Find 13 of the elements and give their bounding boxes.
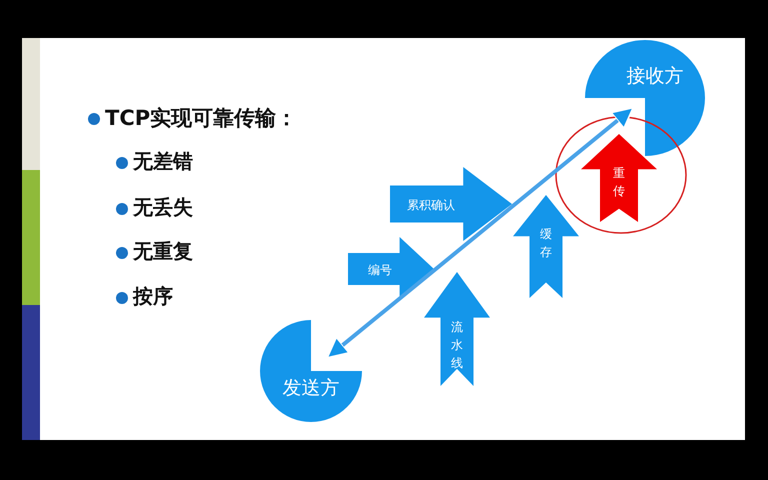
bullet-text: 无丢失 bbox=[133, 194, 193, 221]
bullet-text: 无差错 bbox=[133, 148, 193, 175]
shape-label: 编号 bbox=[367, 262, 393, 279]
bullet-text: 无重复 bbox=[133, 238, 193, 265]
shape-label: 缓存 bbox=[539, 226, 553, 261]
shape-label: 重传 bbox=[612, 165, 626, 200]
bullet-text: TCP实现可靠传输： bbox=[105, 105, 298, 132]
shape-label: 接收方 bbox=[626, 64, 684, 89]
shape-label: 发送方 bbox=[282, 376, 340, 401]
bullet-text: 按序 bbox=[133, 283, 173, 310]
shape-label: 流水线 bbox=[450, 319, 464, 372]
double-arrow bbox=[326, 106, 634, 359]
shape-label: 累积确认 bbox=[406, 197, 456, 214]
